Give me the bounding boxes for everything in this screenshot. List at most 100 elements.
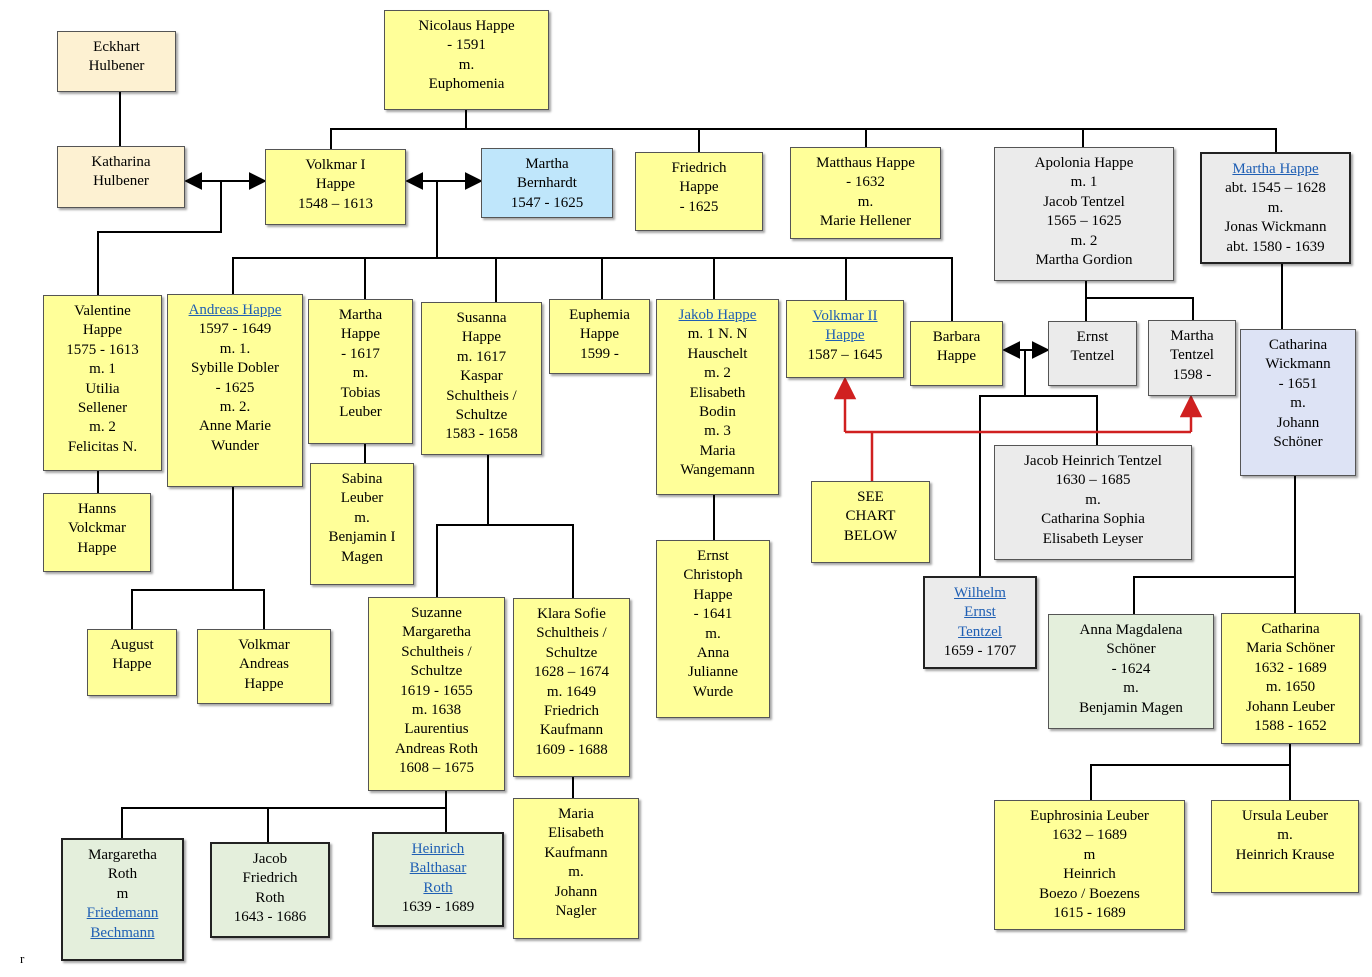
person-link[interactable]: Ernst <box>964 604 996 621</box>
spouse-name: Martha Gordion <box>1035 252 1133 269</box>
person-link[interactable]: Balthasar <box>409 860 467 877</box>
person-ernst-tentzel: Ernst Tentzel <box>1048 321 1137 386</box>
marriage-label: m. 1649 <box>546 683 597 700</box>
person-dates: - 1632 <box>846 174 885 191</box>
spouse-name: Wunder <box>211 437 259 454</box>
spouse-name: Wangemann <box>680 462 755 479</box>
person-dates: 1548 – 1613 <box>298 195 373 212</box>
person-friedrich-happe: Friedrich Happe - 1625 <box>635 152 763 231</box>
spouse-name: Laurentius <box>404 721 469 738</box>
marriage-label: m. 1638 <box>411 702 462 719</box>
person-name-line: Schultheis / <box>536 625 607 642</box>
person-link[interactable]: Volkmar II <box>812 308 878 324</box>
person-name-line: Margaretha <box>402 624 471 641</box>
person-dates: 1597 - 1649 <box>198 321 272 338</box>
marriage-label: m. 1617 <box>456 348 507 365</box>
spouse-name: Tobias <box>340 384 381 401</box>
person-jacob-friedrich-roth: Jacob Friedrich Roth 1643 - 1686 <box>210 842 330 938</box>
person-barbara-happe: Barbara Happe <box>910 321 1003 386</box>
person-link[interactable]: Heinrich <box>411 841 465 857</box>
spouse-name: Schultze <box>455 407 508 424</box>
person-link[interactable]: Tentzel <box>958 623 1002 640</box>
footnote-text: r <box>20 951 25 966</box>
spouse-name: Boezo / Boezens <box>1039 885 1140 902</box>
person-name-line: Happe <box>936 348 977 365</box>
person-susanna-happe: Susanna Happe m. 1617 Kaspar Schultheis … <box>421 302 542 455</box>
person-name-line: Happe <box>112 656 152 673</box>
person-catharina-maria-schoner: Catharina Maria Schöner 1632 - 1689 m. 1… <box>1221 613 1360 744</box>
spouse-link[interactable]: Bechmann <box>90 924 155 941</box>
spouse-dates: abt. 1580 - 1639 <box>1226 238 1325 255</box>
person-name-line: Jacob <box>252 851 288 867</box>
person-link[interactable]: Jakob Happe <box>678 307 757 323</box>
spouse-link[interactable]: Friedemann <box>86 905 159 922</box>
marriage-label: m. <box>354 509 370 526</box>
spouse-name: Julianne <box>688 664 738 681</box>
person-name-line: Wickmann <box>1265 356 1331 373</box>
person-dates: 1639 - 1689 <box>401 899 475 916</box>
marriage-label: m. <box>1123 680 1139 697</box>
person-link[interactable]: Martha Happe <box>1232 161 1319 177</box>
person-name-line: Maria <box>558 806 594 822</box>
marriage-label: m. <box>705 625 721 642</box>
person-link[interactable]: Andreas Happe <box>188 302 282 318</box>
person-name-line: Elisabeth <box>548 825 604 842</box>
person-suzanne-margaretha-schultheis: Suzanne Margaretha Schultheis / Schultze… <box>368 597 505 791</box>
person-ernst-christoph-happe: Ernst Christoph Happe - 1641 m. Anna Jul… <box>656 540 770 718</box>
person-name-line: Klara Sofie <box>537 606 606 622</box>
spouse-name: Nagler <box>555 903 597 920</box>
person-name-line: Leuber <box>340 490 384 507</box>
person-name-line: Bernhardt <box>517 175 577 192</box>
person-dates: - 1617 <box>341 345 380 362</box>
person-apolonia-happe: Apolonia Happe m. 1 Jacob Tentzel 1565 –… <box>994 147 1174 281</box>
person-name-line: Euphemia <box>569 307 630 323</box>
spouse-name: Jonas Wickmann <box>1224 219 1327 236</box>
person-jacob-heinrich-tentzel: Jacob Heinrich Tentzel 1630 – 1685 m. Ca… <box>994 445 1192 560</box>
person-link[interactable]: Wilhelm <box>954 585 1006 601</box>
note-text: BELOW <box>843 527 898 544</box>
marriage-label: m. <box>352 365 369 382</box>
person-anna-magdalena-schoner: Anna Magdalena Schöner - 1624 m. Benjami… <box>1048 614 1214 729</box>
person-ursula-leuber: Ursula Leuber m. Heinrich Krause <box>1211 800 1359 893</box>
marriage-label: m. 2. <box>219 399 251 416</box>
spouse-name: Kaufmann <box>539 722 604 739</box>
spouse-dates: 1615 - 1689 <box>1053 905 1126 922</box>
person-name-line: Volkmar I <box>305 157 366 173</box>
note-text: CHART <box>845 508 896 525</box>
marriage-label: m. <box>1277 827 1293 844</box>
person-eckhart-hulbener: Eckhart Hulbener <box>57 31 176 92</box>
person-link[interactable]: Happe <box>825 327 865 344</box>
person-name-line: Happe <box>244 675 284 692</box>
spouse-name: Benjamin I <box>328 529 396 546</box>
person-dates: 1630 – 1685 <box>1055 472 1131 489</box>
spouse-name: Bodin <box>699 404 736 421</box>
person-name-line: Happe <box>579 326 620 343</box>
person-name-line: Martha <box>525 156 569 172</box>
spouse-name: Anna <box>696 645 730 662</box>
see-chart-below-note: SEE CHART BELOW <box>811 481 930 563</box>
person-name-line: Hulbener <box>88 58 145 75</box>
spouse-name: Johann <box>1276 414 1320 431</box>
spouse-dates: 1583 - 1658 <box>445 426 518 443</box>
spouse-name: Anne Marie <box>198 418 272 435</box>
person-heinrich-balthasar-roth: Heinrich Balthasar Roth 1639 - 1689 <box>372 832 504 927</box>
person-andreas-happe: Andreas Happe 1597 - 1649 m. 1. Sybille … <box>167 294 303 487</box>
person-name-line: Catharina <box>1268 337 1328 353</box>
person-dates: 1547 - 1625 <box>510 194 584 211</box>
person-name-line: Happe <box>679 179 719 196</box>
note-text: SEE <box>857 489 884 505</box>
person-link[interactable]: Roth <box>423 879 453 896</box>
spouse-dates: 1565 – 1625 <box>1046 213 1122 230</box>
person-name-line: Volkmar <box>238 637 290 653</box>
person-maria-elisabeth-kaufmann: Maria Elisabeth Kaufmann m. Johann Nagle… <box>513 798 639 939</box>
person-name-line: Roth <box>255 889 285 906</box>
marriage-label: m. 3 <box>704 423 731 440</box>
person-name-line: Maria Schöner <box>1246 640 1335 657</box>
person-martha-happe-wickmann: Martha Happe abt. 1545 – 1628 m. Jonas W… <box>1200 152 1351 264</box>
person-martha-bernhardt: Martha Bernhardt 1547 - 1625 <box>481 148 613 218</box>
person-name-line: Friedrich <box>242 870 298 887</box>
person-name-line: Schultheis / <box>401 643 472 660</box>
spouse-name: Leuber <box>339 404 382 421</box>
person-dates: - 1641 <box>693 606 733 623</box>
person-name-line: Suzanne <box>411 605 462 621</box>
